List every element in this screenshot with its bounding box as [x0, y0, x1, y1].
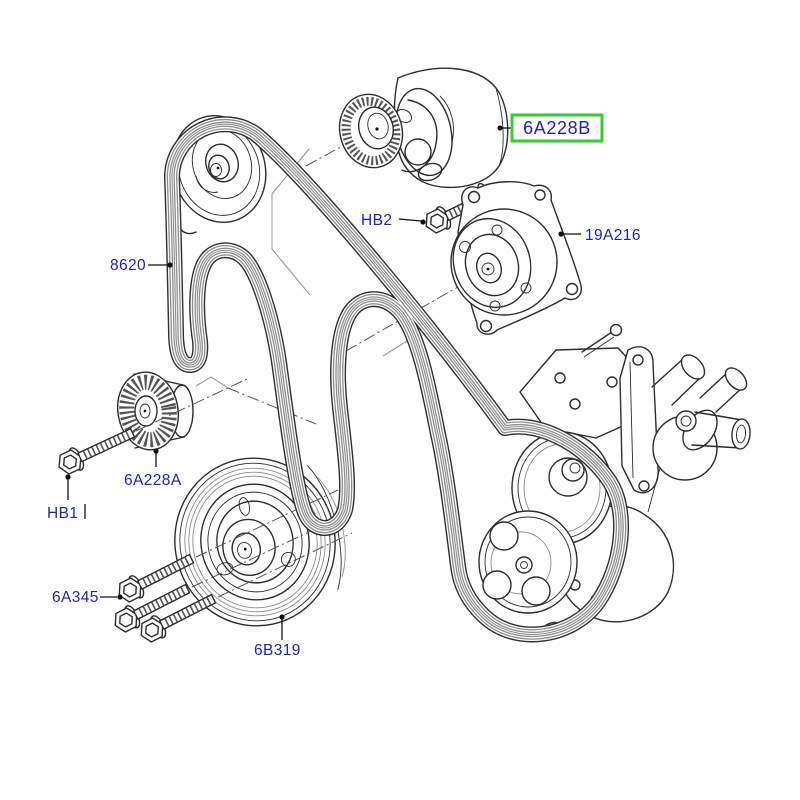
callout-label-crank-pulley[interactable]: 6B319	[254, 642, 301, 659]
callout-6B319[interactable]: 6B319	[254, 614, 301, 659]
callout-6A228B[interactable]: 6A228B	[497, 113, 604, 143]
leader-dot	[558, 231, 564, 237]
callout-6A345[interactable]: 6A345	[52, 589, 123, 606]
callout-label-crank-bolts[interactable]: 6A345	[52, 589, 99, 606]
callout-label-tensioner[interactable]: 6A228B	[523, 118, 591, 138]
highlight-box	[510, 113, 604, 143]
callout-8620[interactable]: 8620	[110, 257, 173, 274]
water-pump	[450, 181, 582, 335]
callout-label-idler-bolt[interactable]: HB1	[47, 505, 78, 522]
idler-pulley	[116, 371, 194, 451]
leader-dot	[117, 594, 123, 600]
callout-label-tensioner-bolt[interactable]: HB2	[361, 212, 392, 229]
callout-6A228A[interactable]: 6A228A	[124, 448, 182, 489]
callout-label-idler[interactable]: 6A228A	[124, 472, 182, 489]
callout-HB2[interactable]: HB2	[361, 212, 426, 229]
callout-HB1[interactable]: HB1	[47, 474, 86, 522]
callout-label-belt[interactable]: 8620	[110, 257, 146, 274]
leader-dot	[167, 262, 173, 268]
callout-19A216[interactable]: 19A216	[558, 227, 640, 244]
leader-dot	[420, 219, 426, 225]
belt-tensioner	[338, 67, 509, 189]
callout-label-water-pump[interactable]: 19A216	[585, 227, 641, 244]
